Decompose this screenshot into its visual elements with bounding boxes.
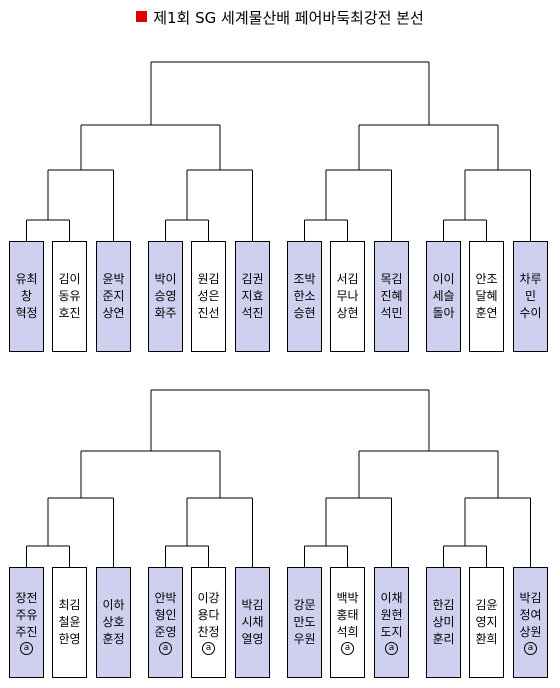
- team-names: 서김 무나 상현: [336, 272, 359, 320]
- red-square-icon: [136, 11, 148, 22]
- team-names: 한김 상미 훈리: [432, 598, 455, 646]
- team-names: 김윤 영지 환희: [475, 598, 498, 646]
- team-entry: 박김 정여 상원 a: [519, 590, 542, 655]
- team-entry: 김윤 영지 환희: [475, 597, 497, 648]
- team-entry: 이이 세슬 돌아: [432, 271, 454, 322]
- team-names: 박김 정여 상원: [519, 591, 542, 639]
- team-box: 김권 지효 석진: [235, 241, 270, 352]
- team-names: 유최 창 혁정: [15, 272, 38, 320]
- team-box: 최김 철윤 한영: [52, 567, 87, 678]
- team-box: 한김 상미 훈리: [426, 567, 461, 678]
- team-box: 이하 상호 훈정: [96, 567, 131, 678]
- team-box: 조박 한소 승현: [287, 241, 322, 352]
- circled-a-mark: a: [202, 642, 215, 655]
- team-entry: 김이 동유 호진: [58, 271, 80, 322]
- team-names: 안조 달혜 훈연: [475, 272, 498, 320]
- team-box: 안박 형인 준영 a: [148, 567, 183, 678]
- team-box: 이이 세슬 돌아: [426, 241, 461, 352]
- team-entry: 장전 주유 주진 a: [15, 590, 38, 655]
- team-names: 안박 형인 준영: [154, 591, 177, 639]
- team-box: 유최 창 혁정: [9, 241, 44, 352]
- circled-a-mark: a: [341, 642, 354, 655]
- team-names: 장전 주유 주진: [15, 591, 38, 639]
- team-entry: 박김 시채 열영: [241, 597, 263, 648]
- team-names: 윤박 준지 상연: [102, 272, 125, 320]
- team-entry: 한김 상미 훈리: [432, 597, 454, 648]
- team-names: 백박 홍태 석희: [336, 591, 359, 639]
- title-text: 제1회 SG 세계물산배 페어바둑최강전 본선: [153, 9, 424, 27]
- team-entry: 안박 형인 준영 a: [154, 590, 177, 655]
- team-entry: 서김 무나 상현: [336, 271, 358, 322]
- circled-a-mark: a: [159, 642, 172, 655]
- team-entry: 백박 홍태 석희 a: [336, 590, 359, 655]
- circled-a-mark: a: [385, 642, 398, 655]
- team-entry: 안조 달혜 훈연: [475, 271, 497, 322]
- team-names: 이채 원현 도지: [380, 591, 403, 639]
- team-box: 강문 만도 우원: [287, 567, 322, 678]
- team-box: 박김 시채 열영: [235, 567, 270, 678]
- team-entry: 윤박 준지 상연: [102, 271, 124, 322]
- circled-a-mark: a: [524, 642, 537, 655]
- team-entry: 목김 진혜 석민: [380, 271, 402, 322]
- team-box: 안조 달혜 훈연: [469, 241, 504, 352]
- team-box: 차루 민 수이: [513, 241, 548, 352]
- team-names: 김권 지효 석진: [241, 272, 264, 320]
- team-box: 윤박 준지 상연: [96, 241, 131, 352]
- team-entry: 박이 승영 화주: [154, 271, 176, 322]
- team-entry: 차루 민 수이: [519, 271, 541, 322]
- team-entry: 조박 한소 승현: [293, 271, 315, 322]
- team-names: 최김 철윤 한영: [58, 598, 81, 646]
- team-names: 목김 진혜 석민: [380, 272, 403, 320]
- team-box: 이강 용다 찬정 a: [191, 567, 226, 678]
- team-names: 조박 한소 승현: [293, 272, 316, 320]
- team-box: 박김 정여 상원 a: [513, 567, 548, 678]
- team-box: 박이 승영 화주: [148, 241, 183, 352]
- team-names: 강문 만도 우원: [293, 598, 316, 646]
- team-names: 김이 동유 호진: [58, 272, 81, 320]
- team-entry: 최김 철윤 한영: [58, 597, 80, 648]
- team-entry: 이채 원현 도지 a: [380, 590, 403, 655]
- team-box: 백박 홍태 석희 a: [330, 567, 365, 678]
- team-entry: 이하 상호 훈정: [102, 597, 124, 648]
- team-entry: 유최 창 혁정: [15, 271, 37, 322]
- team-box: 김윤 영지 환희: [469, 567, 504, 678]
- team-entry: 이강 용다 찬정 a: [197, 590, 220, 655]
- team-names: 차루 민 수이: [519, 272, 542, 320]
- team-box: 서김 무나 상현: [330, 241, 365, 352]
- team-names: 원김 성은 진선: [197, 272, 220, 320]
- team-entry: 강문 만도 우원: [293, 597, 315, 648]
- circled-a-mark: a: [20, 642, 33, 655]
- team-box: 목김 진혜 석민: [374, 241, 409, 352]
- team-names: 박김 시채 열영: [241, 598, 264, 646]
- page-title: 제1회 SG 세계물산배 페어바둑최강전 본선: [0, 8, 560, 28]
- team-names: 이이 세슬 돌아: [432, 272, 455, 320]
- team-entry: 원김 성은 진선: [197, 271, 219, 322]
- team-names: 박이 승영 화주: [154, 272, 177, 320]
- team-box: 김이 동유 호진: [52, 241, 87, 352]
- team-box: 원김 성은 진선: [191, 241, 226, 352]
- team-box: 이채 원현 도지 a: [374, 567, 409, 678]
- team-names: 이하 상호 훈정: [102, 598, 125, 646]
- team-box: 장전 주유 주진 a: [9, 567, 44, 678]
- team-entry: 김권 지효 석진: [241, 271, 263, 322]
- team-names: 이강 용다 찬정: [197, 591, 220, 639]
